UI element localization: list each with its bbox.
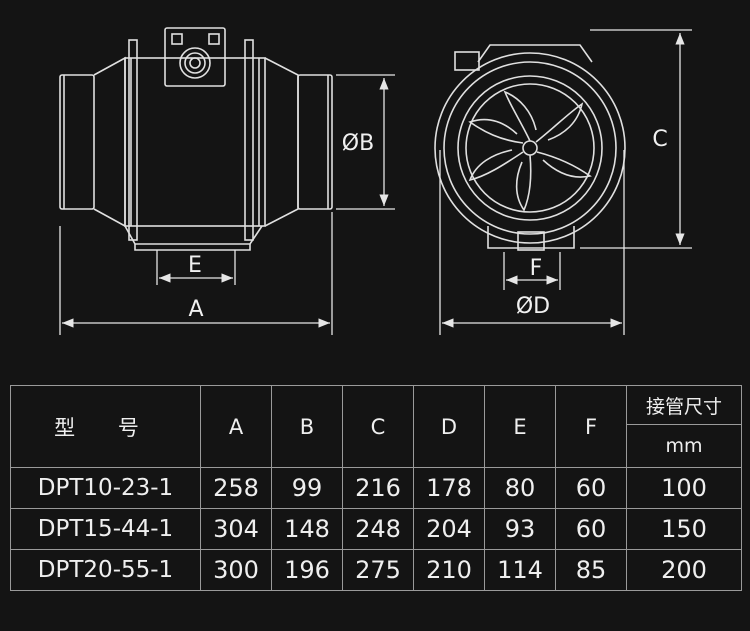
- cell-F: 60: [555, 467, 627, 509]
- outer-ring: [434, 52, 626, 244]
- header-B: B: [271, 385, 343, 468]
- cell-E: 80: [484, 467, 556, 509]
- header-pipe-unit: mm: [626, 424, 742, 468]
- dimension-lines: [59, 29, 692, 335]
- cell-A: 304: [200, 508, 272, 550]
- clamp-right: [244, 39, 254, 241]
- terminal-box: [164, 27, 226, 87]
- spec-table: 型 号 A B C D E F 接管尺寸 mm DPT10-23-1 258 9…: [10, 385, 742, 591]
- right-collar: [297, 74, 333, 210]
- model-cell: DPT10-23-1: [10, 467, 201, 509]
- header-C: C: [342, 385, 414, 468]
- cell-pipe: 200: [626, 549, 742, 591]
- cell-E: 114: [484, 549, 556, 591]
- label-E: E: [188, 253, 202, 278]
- label-A: A: [188, 297, 203, 322]
- header-F: F: [555, 385, 627, 468]
- cell-A: 258: [200, 467, 272, 509]
- right-taper: [264, 57, 299, 227]
- technical-drawing: A E ØB C F ØD: [59, 27, 692, 335]
- label-B: ØB: [342, 131, 374, 156]
- label-F: F: [530, 256, 543, 281]
- header-D: D: [413, 385, 485, 468]
- hub: [522, 140, 538, 156]
- header-A: A: [200, 385, 272, 468]
- cell-B: 196: [271, 549, 343, 591]
- cell-F: 60: [555, 508, 627, 550]
- label-D: ØD: [516, 294, 550, 319]
- cell-A: 300: [200, 549, 272, 591]
- model-cell: DPT20-55-1: [10, 549, 201, 591]
- cable-gland: [454, 51, 480, 71]
- header-pipe-size: 接管尺寸: [626, 385, 742, 425]
- table-row: DPT20-55-1 300 196 275 210 114 85 200: [10, 549, 742, 591]
- front-view: [434, 44, 626, 251]
- model-cell: DPT15-44-1: [10, 508, 201, 550]
- header-model: 型 号: [10, 385, 201, 468]
- bottom-bracket: [124, 225, 263, 245]
- table-row: DPT15-44-1 304 148 248 204 93 60 150: [10, 508, 742, 550]
- cell-pipe: 150: [626, 508, 742, 550]
- header-E: E: [484, 385, 556, 468]
- cell-B: 148: [271, 508, 343, 550]
- cell-C: 216: [342, 467, 414, 509]
- left-collar: [59, 74, 95, 210]
- fan-blades: [468, 90, 592, 212]
- cell-E: 93: [484, 508, 556, 550]
- cell-B: 99: [271, 467, 343, 509]
- cell-D: 210: [413, 549, 485, 591]
- main-body: [124, 57, 266, 227]
- cell-D: 178: [413, 467, 485, 509]
- cell-F: 85: [555, 549, 627, 591]
- cell-D: 204: [413, 508, 485, 550]
- left-taper: [93, 56, 126, 228]
- front-bracket: [487, 226, 575, 249]
- side-view: [59, 27, 333, 251]
- top-terminal: [477, 44, 593, 63]
- label-C: C: [652, 127, 667, 152]
- table-row: DPT10-23-1 258 99 216 178 80 60 100: [10, 467, 742, 509]
- cell-pipe: 100: [626, 467, 742, 509]
- cell-C: 275: [342, 549, 414, 591]
- cell-C: 248: [342, 508, 414, 550]
